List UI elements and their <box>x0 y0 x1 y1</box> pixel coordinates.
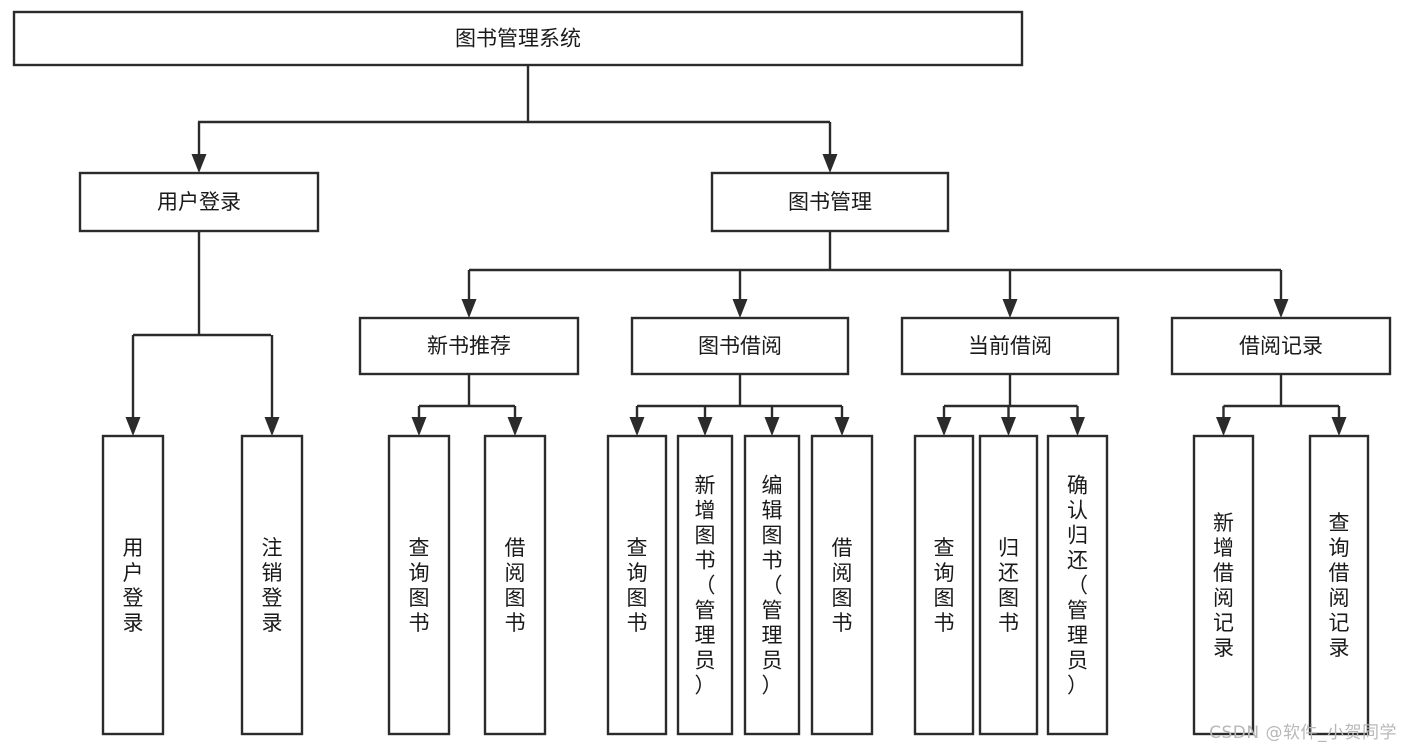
borrow-record-to-leaf-add-record-head <box>1216 417 1231 436</box>
node-book-borrow[interactable]: 图书借阅 <box>630 316 850 376</box>
node-box-leaf-add-record <box>1192 434 1255 736</box>
book-borrow-to-leaf-edit-book-head <box>764 417 780 436</box>
node-box-book-manage <box>710 171 950 233</box>
node-label-new-book-recommend: 新书推荐 <box>427 334 511 358</box>
node-box-leaf-confirm-return <box>1046 434 1109 736</box>
borrow-record-to-leaf-query-record-head <box>1331 417 1347 436</box>
node-box-leaf-return-book <box>978 434 1039 736</box>
node-label-leaf-logout: 注销登录 <box>262 536 283 635</box>
node-leaf-borrow-book-2[interactable]: 借阅图书 <box>810 434 874 736</box>
node-layer: 图书管理系统用户登录图书管理新书推荐图书借阅当前借阅借阅记录用户登录注销登录查询… <box>12 10 1392 736</box>
book-borrow-to-leaf-borrow-book-2-head <box>834 417 850 436</box>
root-to-user-login-head <box>191 154 207 173</box>
node-box-leaf-query-book-1 <box>387 434 451 736</box>
node-label-leaf-query-record: 查询借阅记录 <box>1329 511 1350 660</box>
node-label-leaf-return-book: 归还图书 <box>998 536 1019 635</box>
node-undefined[interactable]: 图书管理系统 <box>12 10 1024 67</box>
node-leaf-query-record[interactable]: 查询借阅记录 <box>1308 434 1370 736</box>
connector-layer <box>125 65 1347 436</box>
node-leaf-return-book[interactable]: 归还图书 <box>978 434 1039 736</box>
node-leaf-query-book-2[interactable]: 查询图书 <box>606 434 668 736</box>
current-borrow-to-leaf-query-book-3-head <box>936 417 952 436</box>
new-book-recommend-to-leaf-borrow-book-1-head <box>507 417 523 436</box>
node-book-manage[interactable]: 图书管理 <box>710 171 950 233</box>
node-box-leaf-query-record <box>1308 434 1370 736</box>
node-label-book-borrow: 图书借阅 <box>698 334 782 358</box>
node-box-leaf-user-login <box>101 434 165 736</box>
node-leaf-confirm-return[interactable]: 确认归还（管理员） <box>1046 434 1109 736</box>
node-box-borrow-record <box>1170 316 1392 376</box>
node-label-leaf-edit-book: 编辑图书（管理员） <box>762 474 783 698</box>
node-label-current-borrow: 当前借阅 <box>968 334 1052 358</box>
node-label-leaf-add-record: 新增借阅记录 <box>1213 511 1234 660</box>
node-leaf-query-book-1[interactable]: 查询图书 <box>387 434 451 736</box>
node-leaf-logout[interactable]: 注销登录 <box>240 434 304 736</box>
node-label-borrow-record: 借阅记录 <box>1239 334 1323 358</box>
node-label-user-login: 用户登录 <box>157 190 241 214</box>
node-box-leaf-query-book-3 <box>913 434 975 736</box>
node-current-borrow[interactable]: 当前借阅 <box>900 316 1120 376</box>
node-box-leaf-borrow-book-2 <box>810 434 874 736</box>
node-borrow-record[interactable]: 借阅记录 <box>1170 316 1392 376</box>
node-box-leaf-edit-book <box>743 434 801 736</box>
manage-to-borrow-record-head <box>1273 299 1289 318</box>
manage-to-new-book-recommend-head <box>461 299 477 318</box>
node-leaf-add-record[interactable]: 新增借阅记录 <box>1192 434 1255 736</box>
node-box-leaf-query-book-2 <box>606 434 668 736</box>
node-box-undefined <box>12 10 1024 67</box>
node-label-leaf-query-book-3: 查询图书 <box>934 536 955 635</box>
node-leaf-add-book[interactable]: 新增图书（管理员） <box>676 434 734 736</box>
book-borrow-to-leaf-add-book-head <box>697 417 713 436</box>
current-borrow-to-leaf-confirm-return-head <box>1070 417 1085 436</box>
node-label-book-manage: 图书管理 <box>788 190 872 214</box>
manage-to-current-borrow-head <box>1002 299 1018 318</box>
node-new-book-recommend[interactable]: 新书推荐 <box>358 316 580 376</box>
node-leaf-user-login[interactable]: 用户登录 <box>101 434 165 736</box>
node-box-new-book-recommend <box>358 316 580 376</box>
user-login-to-leaf-logout-head <box>264 417 280 436</box>
node-leaf-query-book-3[interactable]: 查询图书 <box>913 434 975 736</box>
node-label-leaf-borrow-book-2: 借阅图书 <box>832 536 853 635</box>
node-label-leaf-add-book: 新增图书（管理员） <box>695 474 716 698</box>
manage-to-book-borrow-head <box>732 299 748 318</box>
node-box-book-borrow <box>630 316 850 376</box>
node-label-leaf-query-book-2: 查询图书 <box>627 536 648 635</box>
node-box-leaf-borrow-book-1 <box>483 434 547 736</box>
node-label-undefined: 图书管理系统 <box>455 27 581 51</box>
node-label-leaf-query-book-1: 查询图书 <box>409 536 430 635</box>
node-box-leaf-add-book <box>676 434 734 736</box>
node-label-leaf-borrow-book-1: 借阅图书 <box>505 536 526 635</box>
node-user-login[interactable]: 用户登录 <box>78 171 320 233</box>
book-borrow-to-leaf-query-book-2-head <box>629 417 645 436</box>
node-box-leaf-logout <box>240 434 304 736</box>
node-label-leaf-user-login: 用户登录 <box>123 536 144 635</box>
root-to-book-manage-head <box>822 154 838 173</box>
current-borrow-to-leaf-return-book-head <box>1001 417 1016 436</box>
node-box-user-login <box>78 171 320 233</box>
node-label-leaf-confirm-return: 确认归还（管理员） <box>1067 474 1088 698</box>
node-leaf-borrow-book-1[interactable]: 借阅图书 <box>483 434 547 736</box>
new-book-recommend-to-leaf-query-book-1-head <box>411 417 427 436</box>
node-box-current-borrow <box>900 316 1120 376</box>
node-leaf-edit-book[interactable]: 编辑图书（管理员） <box>743 434 801 736</box>
user-login-to-leaf-user-login-head <box>125 417 141 436</box>
